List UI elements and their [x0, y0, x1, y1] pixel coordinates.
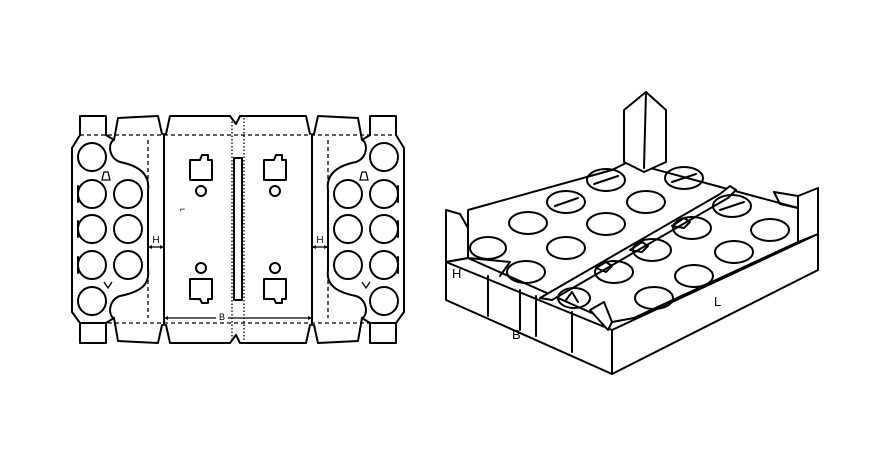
- tray-label-l: L: [714, 294, 721, 309]
- right-top-tab: [369, 115, 397, 136]
- dimension-b: B: [164, 310, 312, 322]
- right-end-panel: [361, 134, 405, 324]
- center-lock-tabs: [189, 154, 287, 304]
- center-slot: [233, 157, 243, 301]
- right-bottom-tab: [369, 322, 397, 344]
- tray-right-wall: [797, 187, 819, 243]
- left-wing-flap: [109, 139, 150, 319]
- right-holes: [333, 142, 399, 316]
- dim-h-left-label: H: [152, 235, 159, 246]
- left-bottom-tab: [79, 322, 107, 344]
- left-holes: [77, 142, 143, 316]
- left-end-panel: [71, 134, 115, 324]
- tray-holes: [469, 166, 790, 310]
- dim-h-right-label: H: [316, 235, 323, 246]
- right-wing-flap: [326, 139, 367, 319]
- center-base-panel: [165, 115, 311, 135]
- left-top-tab: [79, 115, 107, 136]
- tray-side-face-l: [611, 233, 819, 375]
- dim-l-mark: ⌐: [180, 204, 185, 214]
- dim-b-label: B: [219, 312, 225, 322]
- tray-left-wall: [445, 209, 469, 263]
- flat-layout-diagram: H H B ⌐: [71, 115, 405, 344]
- dimension-h-right: H: [312, 235, 328, 249]
- tray-label-b: B: [512, 327, 521, 342]
- tray-label-h: H: [452, 266, 461, 281]
- tray-3d-diagram: H B L: [445, 91, 819, 375]
- dimension-h-left: H: [148, 235, 164, 249]
